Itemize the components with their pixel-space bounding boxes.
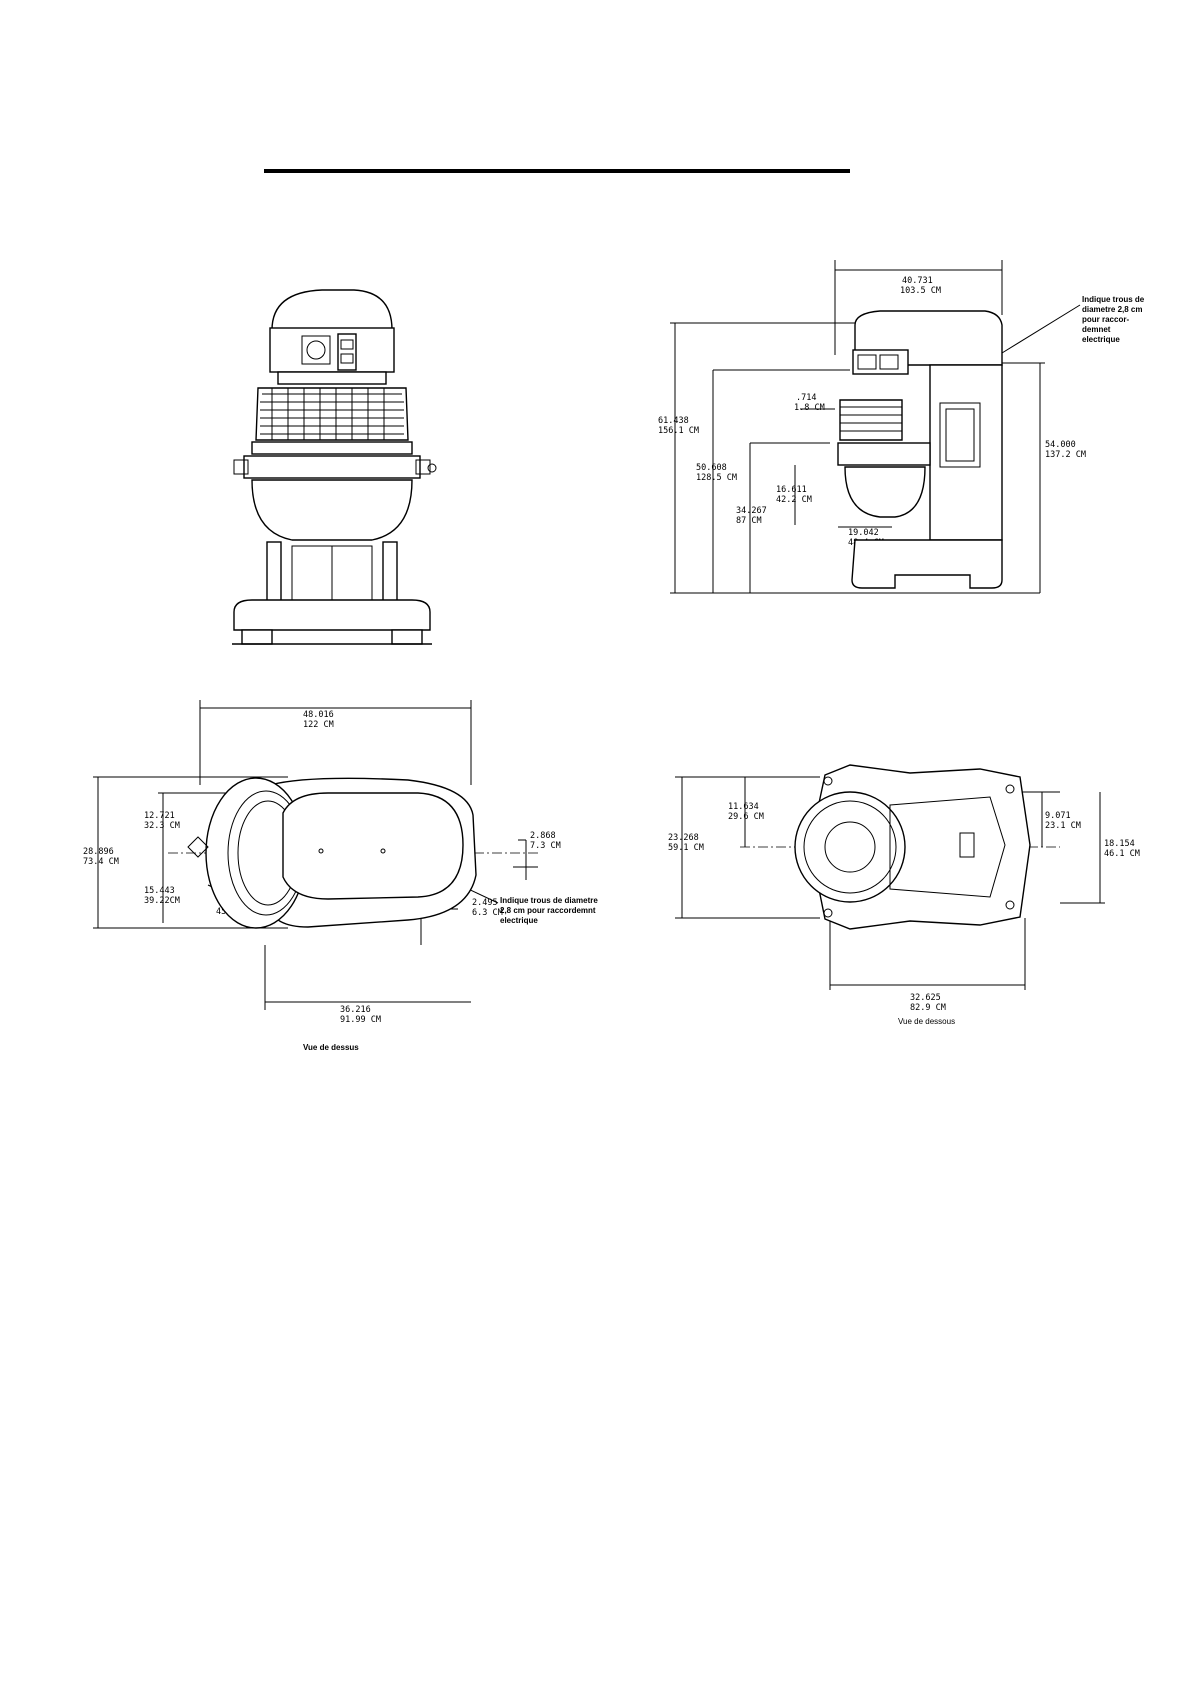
- note-line-2: diametre 2,8 cm: [1082, 305, 1142, 314]
- dim-width-cm: 82.9 CM: [910, 1003, 946, 1013]
- bottom-view-drawing: 23.268 59.1 CM 11.634 29.6 CM 9.071 23.1…: [668, 764, 1140, 1026]
- dim-d1-cm: 32.3 CM: [144, 821, 180, 831]
- dim-total-in: 23.268: [668, 833, 699, 843]
- dim-right-height-in: 54.000: [1045, 440, 1076, 450]
- note-line-4: demnet: [1082, 325, 1111, 334]
- side-view-panel: 40.731 103.5 CM 61.438 156.1 CM 50.608 1…: [640, 195, 1160, 645]
- dim-overall-height-in: 61.438: [658, 416, 689, 426]
- dim-width-in: 48.016: [303, 710, 334, 720]
- note-line-1: Indique trous de: [1082, 295, 1145, 304]
- dim-bowl-height-in: 16.611: [776, 485, 807, 495]
- note-line-3: electrique: [500, 916, 538, 925]
- angle-label: 45°: [216, 907, 231, 917]
- dim-base-height-cm: 87 CM: [736, 516, 762, 526]
- header-rule: [264, 169, 850, 173]
- dim-depth-cm: 73.4 CM: [83, 857, 119, 867]
- dim-offset-in: .714: [796, 393, 816, 403]
- top-view-panel: 48.016 122 CM 28.896 73.4 CM 12.721 32.3…: [78, 665, 618, 1115]
- dim-d3-in: 18.154: [1104, 839, 1135, 849]
- dim-base-height-in: 34.267: [736, 506, 767, 516]
- front-view-panel: [92, 270, 517, 650]
- note-line-3: pour raccor-: [1082, 315, 1129, 324]
- top-view-caption: Vue de dessus: [303, 1043, 359, 1052]
- dim-height2-cm: 128.5 CM: [696, 473, 737, 483]
- dim-d2-cm: 23.1 CM: [1045, 821, 1081, 831]
- dim-offset2-in: 2.495: [472, 898, 498, 908]
- dim-total-cm: 59.1 CM: [668, 843, 704, 853]
- dim-d3-cm: 46.1 CM: [1104, 849, 1140, 859]
- dim-d1-in: 11.634: [728, 802, 759, 812]
- dim-overall-height-cm: 156.1 CM: [658, 426, 699, 436]
- note-line-2: 2,8 cm pour raccordemnt: [500, 906, 596, 915]
- dim-width-in: 32.625: [910, 993, 941, 1003]
- dim-offset-in: 2.868: [530, 831, 556, 841]
- dim-bottom-width-cm: 91.99 CM: [340, 1015, 381, 1025]
- dim-d2-in: 15.443: [144, 886, 175, 896]
- dim-d1-cm: 29.6 CM: [728, 812, 764, 822]
- note-line-1: Indique trous de diametre: [500, 896, 598, 905]
- top-view-drawing: 48.016 122 CM 28.896 73.4 CM 12.721 32.3…: [83, 700, 598, 1025]
- dim-overall-width-in: 40.731: [902, 276, 933, 286]
- dim-right-height-cm: 137.2 CM: [1045, 450, 1086, 460]
- dim-height2-in: 50.608: [696, 463, 727, 473]
- dim-offset-cm: 1.8 CM: [794, 403, 825, 413]
- dim-bottom-width-in: 36.216: [340, 1005, 371, 1015]
- dim-depth-in: 28.896: [83, 847, 114, 857]
- dim-d2-cm: 39.22CM: [144, 896, 180, 906]
- dim-bowl-height-cm: 42.2 CM: [776, 495, 812, 505]
- bottom-view-panel: 23.268 59.1 CM 11.634 29.6 CM 9.071 23.1…: [660, 685, 1180, 1135]
- side-view-drawing: 40.731 103.5 CM 61.438 156.1 CM 50.608 1…: [658, 260, 1145, 594]
- dim-d1-in: 12.721: [144, 811, 175, 821]
- dim-offset-cm: 7.3 CM: [530, 841, 561, 851]
- note-line-5: electrique: [1082, 335, 1120, 344]
- dim-overall-width-cm: 103.5 CM: [900, 286, 941, 296]
- dim-d2-in: 9.071: [1045, 811, 1071, 821]
- bottom-view-caption: Vue de dessous: [898, 1017, 955, 1026]
- dim-offset2-cm: 6.3 CM: [472, 908, 503, 918]
- top-view-caption-wrap: Vue de dessus: [303, 1035, 359, 1054]
- dim-bowl-depth-in: 19.042: [848, 528, 879, 538]
- front-view-drawing: [232, 289, 437, 645]
- dim-width-cm: 122 CM: [303, 720, 334, 730]
